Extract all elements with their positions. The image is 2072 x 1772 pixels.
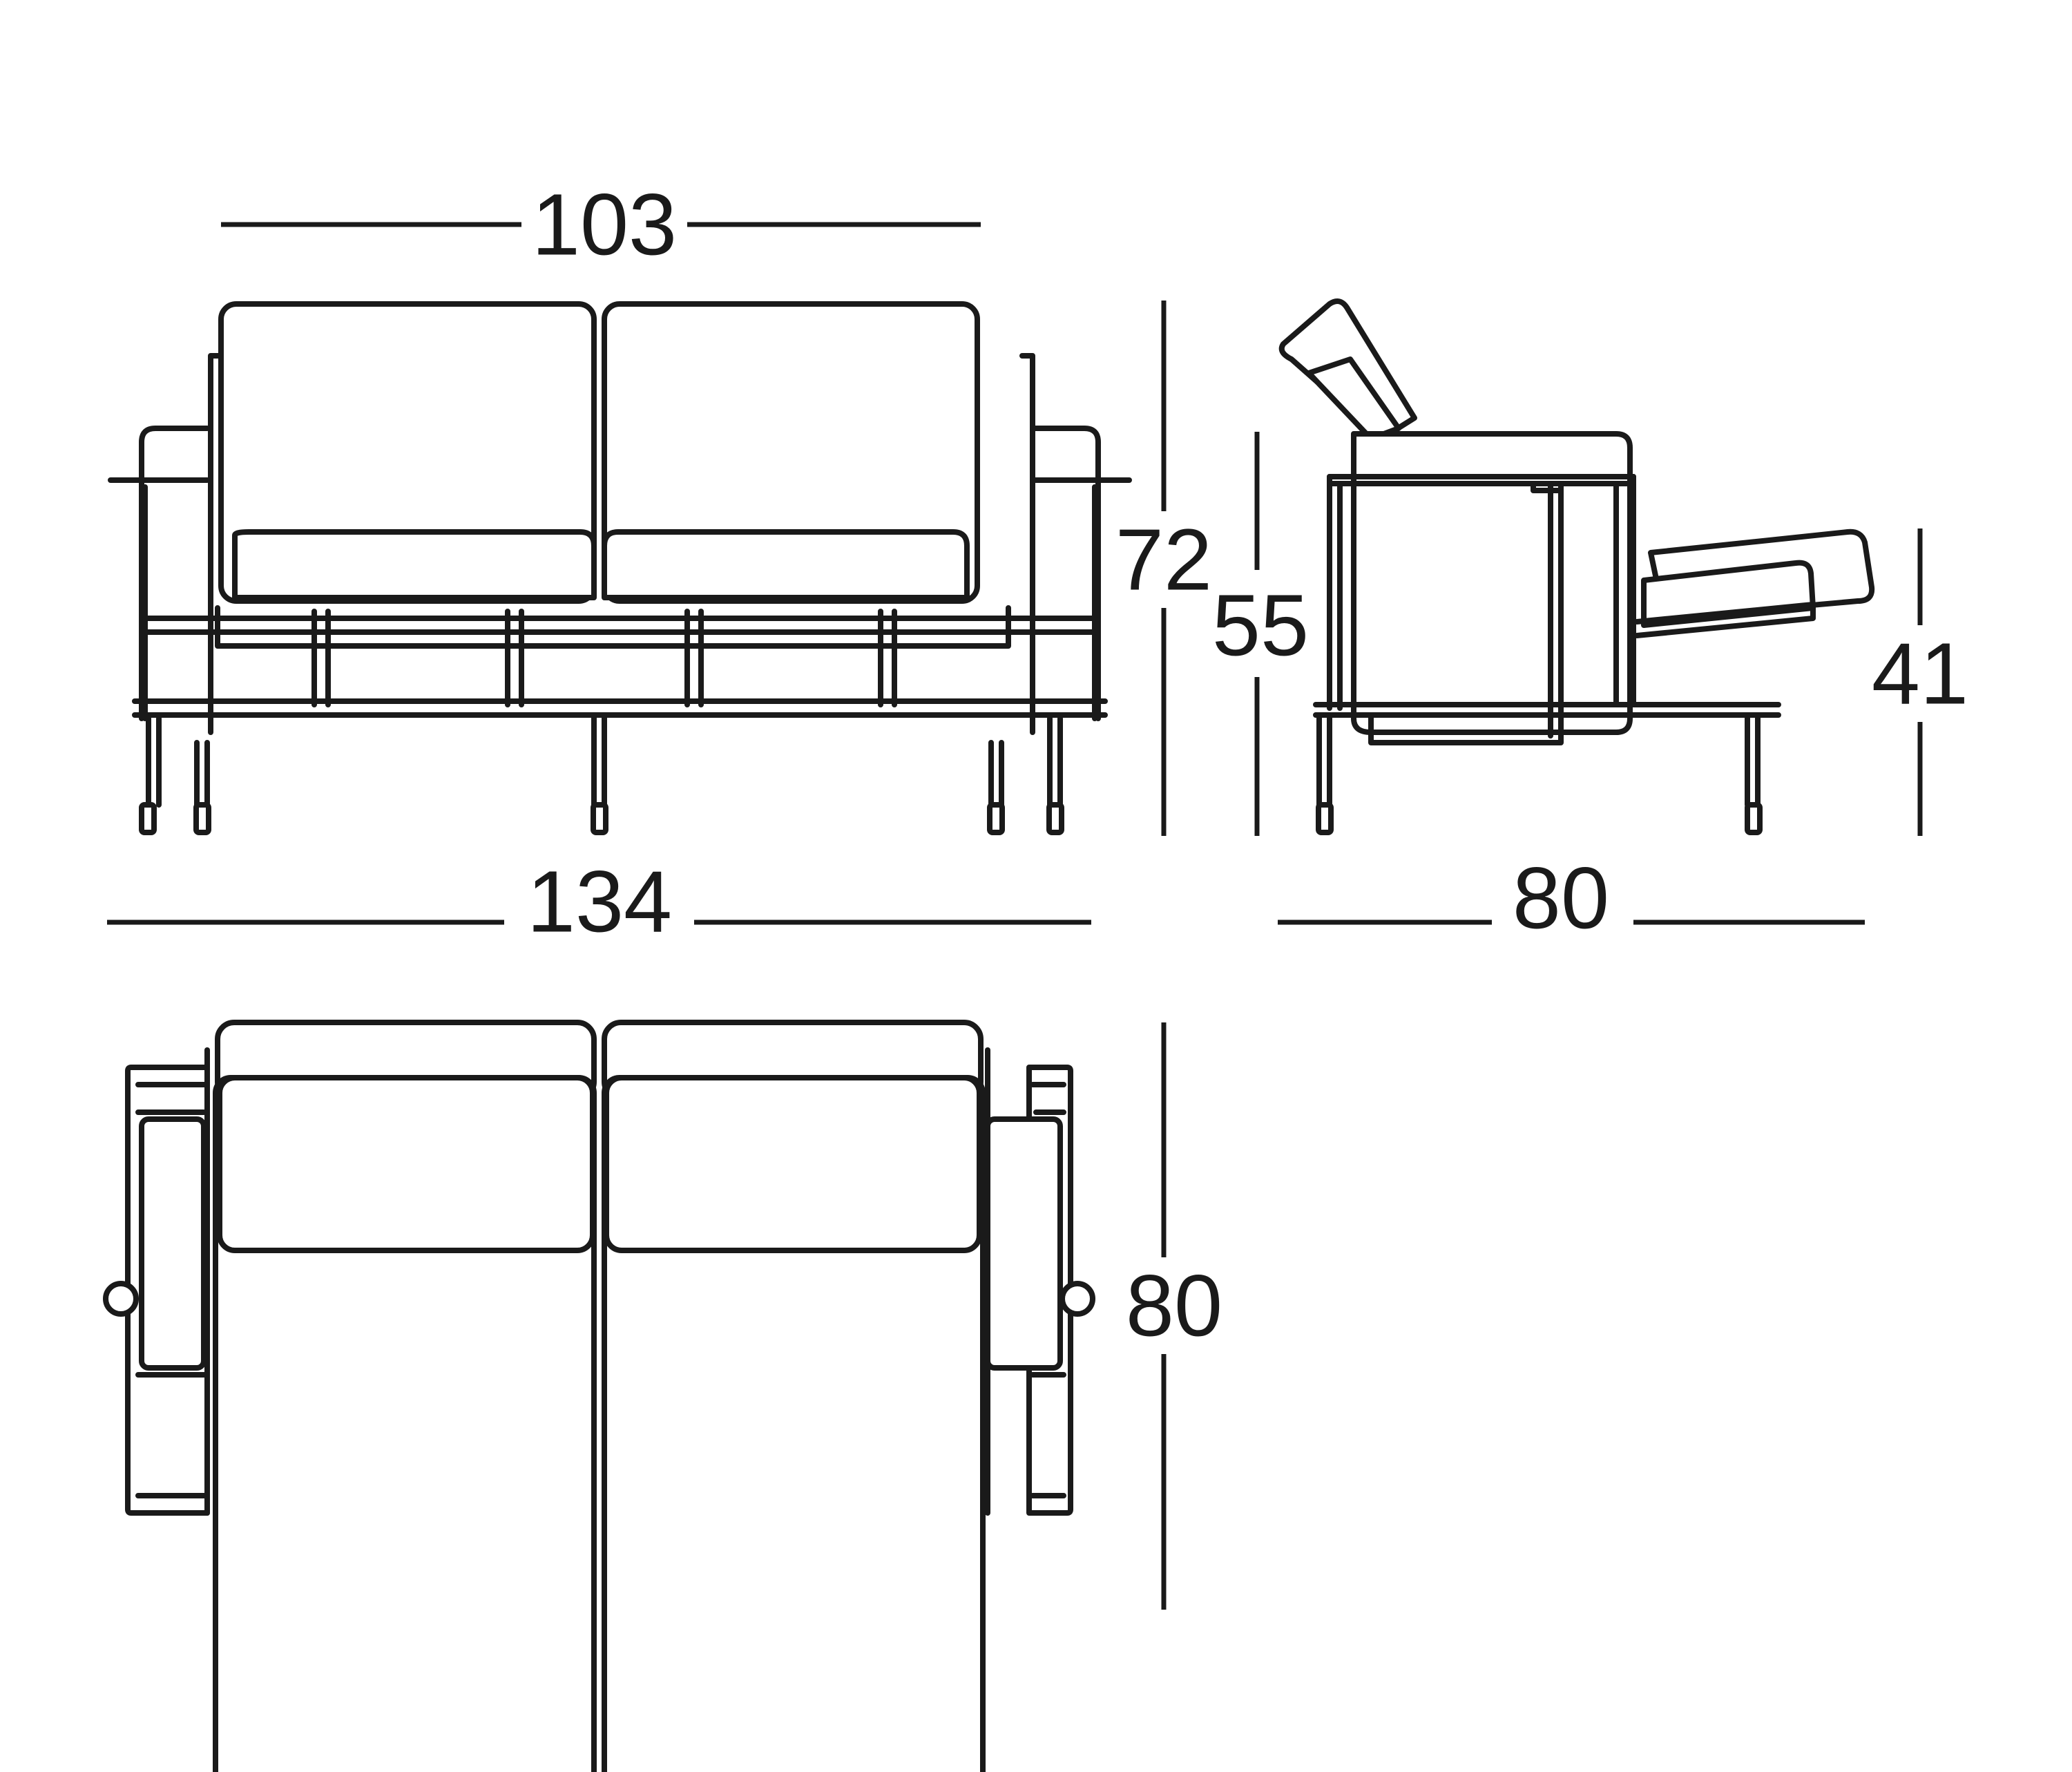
dimension-front-seat-width: 103 (221, 176, 981, 274)
label-side-seat-height: 41 (1872, 625, 1968, 723)
label-side-total-height: 55 (1212, 577, 1309, 674)
top-view (103, 1020, 1095, 1772)
dimension-side-depth: 80 (1278, 850, 1865, 947)
side-view (1278, 298, 1781, 835)
dimension-side-seat-height: 41 (1872, 528, 1968, 836)
front-view (108, 301, 1132, 835)
dimension-front-total-width: 134 (107, 853, 1091, 951)
dimension-top-depth: 80 (1126, 1022, 1222, 1610)
label-front-seat-width: 103 (532, 176, 677, 274)
dimension-front-height: 72 (1115, 301, 1212, 836)
label-top-depth: 80 (1126, 1257, 1222, 1355)
label-front-total-width: 134 (527, 853, 672, 951)
label-side-depth: 80 (1513, 850, 1609, 947)
label-front-height: 72 (1115, 511, 1212, 609)
side-view-extension (1634, 528, 1875, 638)
dimension-side-total-height: 55 (1212, 432, 1309, 836)
